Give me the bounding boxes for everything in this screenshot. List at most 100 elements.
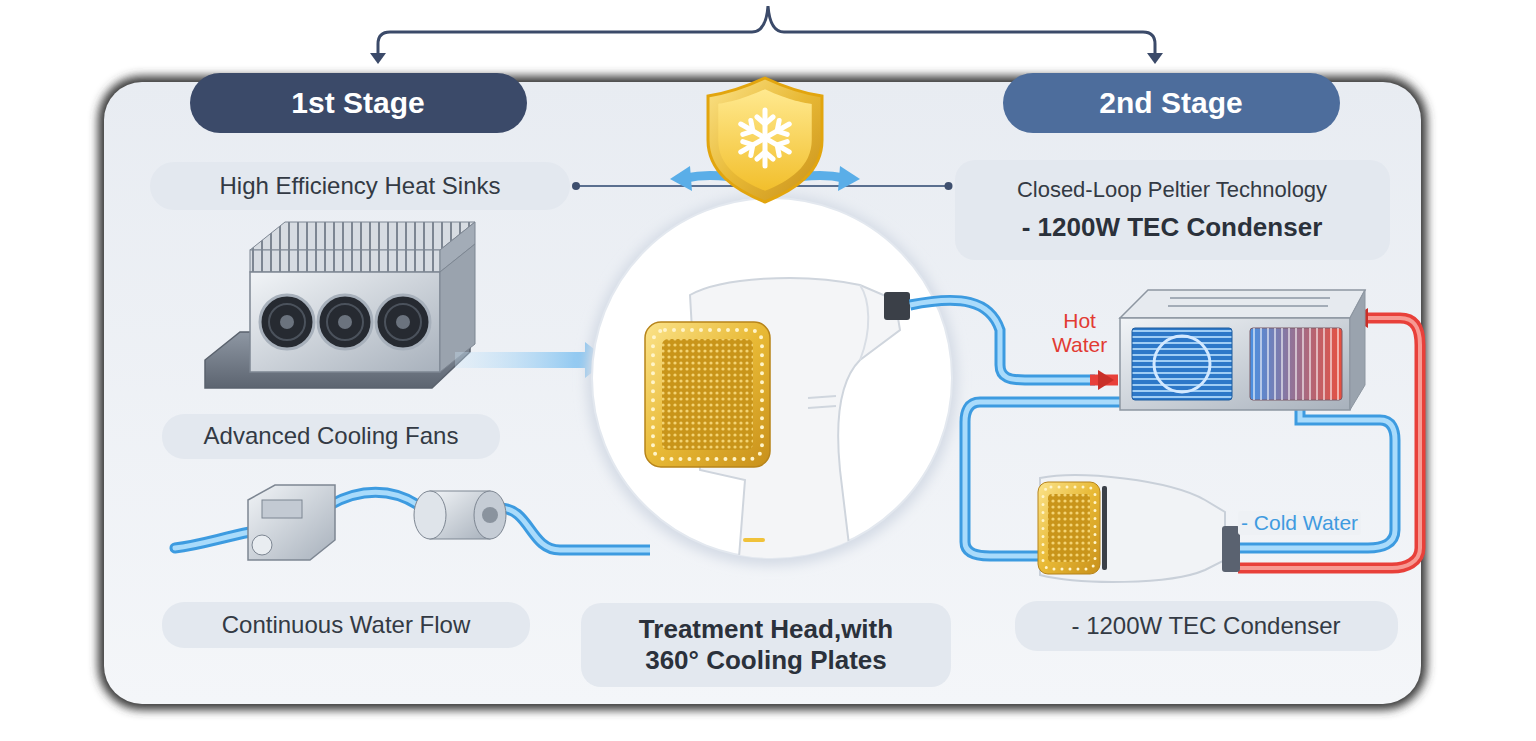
pump-illustration-part <box>500 508 650 550</box>
heat-sink-illustration-part-part <box>385 304 421 340</box>
tec-condenser-illustration-part <box>1350 290 1365 410</box>
feature-box: - 1200W TEC Condenser <box>1015 601 1398 651</box>
shield-arrows-part <box>670 166 692 191</box>
shield-part-part <box>757 117 773 124</box>
tec-condenser-illustration-part <box>1120 318 1350 410</box>
heat-sink-illustration-part <box>250 222 475 250</box>
pump-illustration-part <box>330 492 418 505</box>
node-text: Closed-Loop Peltier Technology <box>1017 177 1327 203</box>
node-text: 2nd Stage <box>1099 85 1242 121</box>
top-bracket-part <box>370 53 386 64</box>
shield-part <box>708 78 822 202</box>
treatment-head-illustration-part-part <box>884 292 910 320</box>
pump-illustration-part <box>482 507 498 523</box>
top-bracket <box>370 6 1163 64</box>
water-pipes-part <box>1238 410 1395 548</box>
feature-box: Closed-Loop Peltier Technology - 1200W TE… <box>955 160 1390 260</box>
treatment-head-illustration-part <box>662 339 753 450</box>
pipe-label: - Cold Water <box>1238 511 1361 535</box>
heat-sink-illustration-part <box>280 315 294 329</box>
pump-illustration-part <box>175 532 250 548</box>
pump-illustration-part <box>262 500 302 518</box>
water-pipes-part <box>1098 370 1114 390</box>
shield-part-part <box>741 124 789 152</box>
heat-sink-illustration-part <box>269 304 421 340</box>
feature-box: Treatment Head,with 360° Cooling Plates <box>581 603 951 687</box>
small-handpiece-illustration-part <box>1102 486 1107 570</box>
node-text: - 1200W TEC Condenser <box>1022 212 1323 243</box>
tec-condenser-illustration <box>1120 290 1365 410</box>
water-pipes-part <box>1238 410 1395 548</box>
shield-part <box>741 110 789 166</box>
tec-condenser-illustration-part <box>1154 336 1210 392</box>
tec-condenser-illustration-part <box>1250 328 1342 400</box>
treatment-head-illustration-part-part <box>860 285 868 360</box>
treatment-head-illustration <box>586 194 958 570</box>
heat-sink-illustration <box>205 222 475 388</box>
tec-condenser-illustration-part <box>1250 328 1342 400</box>
connector-dot <box>945 182 953 190</box>
heat-sink-illustration-part <box>250 272 440 372</box>
shield-part-part <box>773 121 787 138</box>
heat-sink-illustration-part-part <box>269 304 305 340</box>
shield-part <box>718 89 811 191</box>
heat-sink-illustration-part <box>260 295 314 349</box>
treatment-head-illustration-part <box>653 330 762 459</box>
top-bracket-part <box>378 6 1155 54</box>
small-handpiece-illustration-part <box>1038 482 1100 574</box>
shield-part-part <box>743 121 757 138</box>
tec-condenser-illustration-part <box>1132 328 1232 400</box>
tec-condenser-illustration-part <box>1120 290 1365 318</box>
treatment-head-illustration-part-part <box>808 396 836 408</box>
panel-part <box>98 76 1427 710</box>
heat-sink-illustration-part <box>318 295 372 349</box>
shield-part-part <box>741 124 789 152</box>
heat-sink-illustration-part <box>396 315 410 329</box>
node-text: - 1200W TEC Condenser <box>1071 612 1340 641</box>
stage-pill: 2nd Stage <box>1003 73 1340 133</box>
tec-condenser-illustration-part <box>1168 298 1330 306</box>
small-handpiece-illustration <box>1038 475 1240 582</box>
top-bracket-part <box>1147 53 1163 64</box>
node-text: Treatment Head,with 360° Cooling Plates <box>621 614 911 676</box>
pump-illustration <box>175 485 650 560</box>
airflow-arrow <box>455 342 608 378</box>
treatment-head-illustration-part <box>645 322 770 467</box>
pump-illustration-part <box>414 491 446 539</box>
small-handpiece-illustration-part <box>1048 494 1090 562</box>
node-text: High Efficiency Heat Sinks <box>219 172 500 201</box>
node-text: Continuous Water Flow <box>222 611 471 640</box>
node-text: 1st Stage <box>291 85 424 121</box>
water-pipes-part <box>1238 318 1420 568</box>
heat-sink-illustration-part <box>376 295 430 349</box>
feature-box: Continuous Water Flow <box>162 602 530 648</box>
node-text: Advanced Cooling Fans <box>204 422 459 451</box>
pump-illustration-part <box>248 485 335 560</box>
shield-part-part <box>743 138 757 155</box>
stage-pill: 1st Stage <box>190 73 527 133</box>
pipe-label: Hot Water <box>1052 309 1107 357</box>
feature-box: High Efficiency Heat Sinks <box>150 162 570 210</box>
pump-illustration-part <box>500 508 650 550</box>
pump-illustration-part <box>175 532 250 548</box>
shield <box>708 78 822 202</box>
heat-sink-illustration-part <box>250 250 440 272</box>
pump-illustration-part <box>330 492 418 505</box>
heat-sink-illustration-part <box>338 315 352 329</box>
shield-arrows-part <box>838 166 860 191</box>
shield-part-part <box>773 138 787 155</box>
water-pipes-part <box>1238 318 1420 568</box>
feature-box: Advanced Cooling Fans <box>162 414 500 459</box>
panel <box>98 76 1427 710</box>
shield-part-part <box>757 152 773 159</box>
small-handpiece-illustration-part <box>1043 487 1095 569</box>
heat-sink-illustration-part-part <box>327 304 363 340</box>
airflow-arrow-part <box>455 342 608 378</box>
connector-dot <box>572 182 580 190</box>
treatment-head-illustration-part-part <box>743 538 765 542</box>
panel-part <box>104 82 1421 704</box>
pump-illustration-part <box>474 491 506 539</box>
